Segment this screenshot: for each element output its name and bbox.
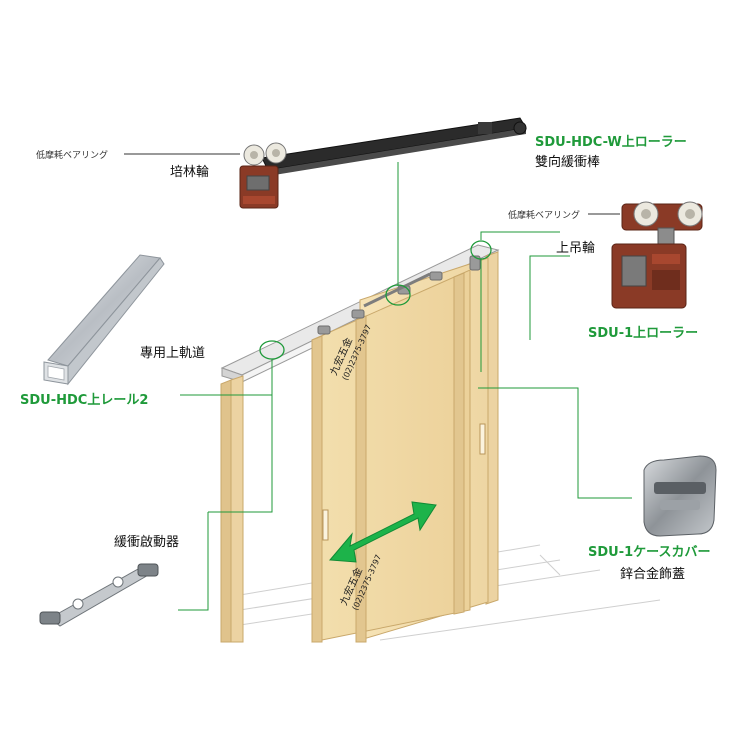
label-cover-cn: 鋅合金飾蓋	[620, 566, 685, 582]
slide-direction-arrow	[328, 501, 437, 563]
black-leader-lines	[124, 153, 620, 215]
label-bearing-right: 低摩耗ベアリング	[508, 209, 580, 221]
label-upper-roller-w: SDU-HDC-W上ローラー	[535, 135, 687, 150]
label-bearing-top: 低摩耗ベアリング	[36, 149, 108, 161]
leader-lines	[178, 162, 632, 611]
label-rail: SDU-HDC上レール2	[20, 393, 148, 408]
buffer-starter-part	[39, 563, 159, 627]
label-buffer-bar: 雙向緩衝棒	[535, 154, 600, 170]
upper-roller-w-part	[239, 117, 527, 209]
label-bearing-wheel: 培林輪	[170, 164, 209, 180]
label-case-cover: SDU-1ケースカバー	[588, 545, 711, 560]
label-track: 專用上軌道	[140, 345, 205, 361]
case-cover-part	[643, 455, 717, 537]
rail-rollers	[317, 255, 481, 335]
label-upper-roller-1: SDU-1上ローラー	[588, 326, 698, 341]
label-hanging-wheel: 上吊輪	[556, 240, 595, 256]
label-buffer-starter: 緩衝啟動器	[114, 535, 179, 550]
upper-roller-1-part	[611, 201, 703, 309]
rail-part	[43, 254, 165, 386]
